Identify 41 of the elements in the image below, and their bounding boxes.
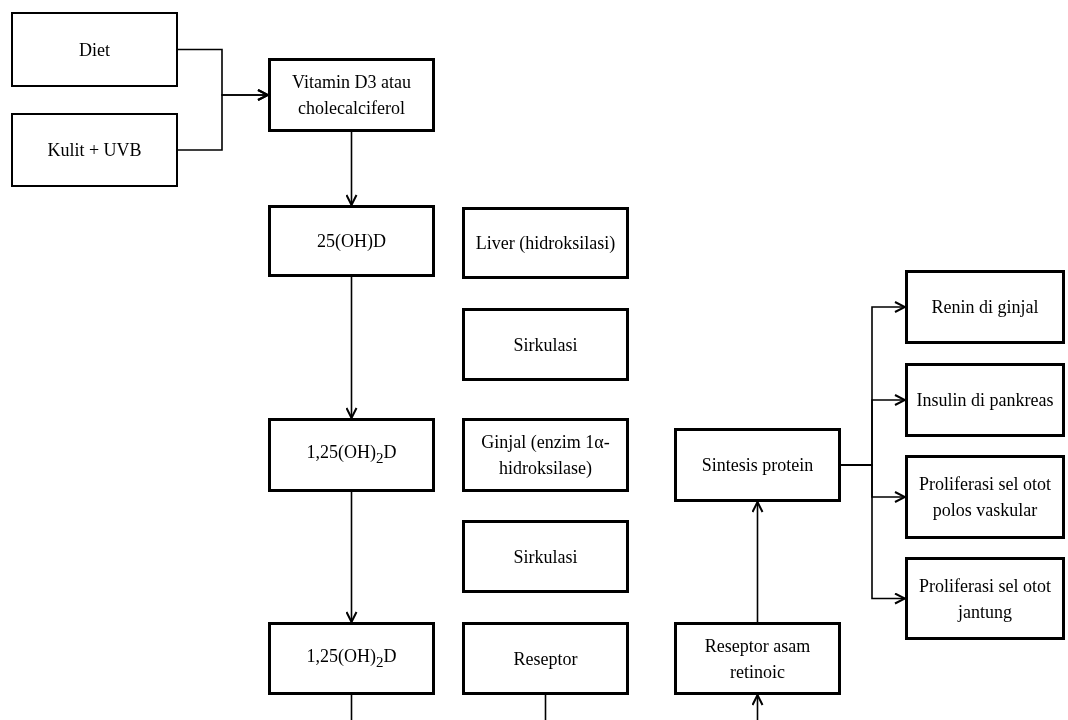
process-box <box>268 418 435 492</box>
box-label: 25(OH)D <box>317 230 386 253</box>
arrow <box>751 501 764 623</box>
box-label: 1,25(OH)$_{2}$D <box>306 644 397 672</box>
process-box <box>674 428 841 502</box>
process-box <box>268 622 435 695</box>
box-label: 1,25(OH)$_{2}$D <box>306 441 397 468</box>
arrow <box>345 491 358 623</box>
box-label: Proliferasi sel otot polos vaskular <box>918 473 1052 522</box>
box-label: Kulit + UVB <box>47 139 142 162</box>
process-box <box>11 12 178 87</box>
box-label: Vitamin D3 atau cholecalciferol <box>291 71 412 120</box>
box-label: Sintesis protein <box>701 454 814 477</box>
process-box <box>462 520 629 593</box>
process-box <box>462 622 629 695</box>
box-label: Liver (hidroksilasi) <box>475 232 616 255</box>
box-label: Reseptor <box>513 647 578 671</box>
arrow <box>177 89 269 151</box>
arrow <box>751 694 764 720</box>
process-box <box>462 418 629 492</box>
process-box <box>674 622 841 695</box>
process-box <box>905 363 1065 437</box>
process-box <box>268 58 435 132</box>
box-label: Insulin di pankreas <box>916 389 1054 412</box>
process-box <box>905 270 1065 344</box>
box-label: Proliferasi sel otot jantung <box>918 574 1052 624</box>
box-label: Renin di ginjal <box>931 296 1039 319</box>
process-box <box>268 205 435 277</box>
arrow <box>840 464 906 605</box>
box-label: Sirkulasi <box>513 545 578 569</box>
arrow <box>345 131 358 206</box>
process-box <box>905 455 1065 539</box>
box-label: Diet <box>79 38 110 62</box>
box-label: Ginjal (enzim 1α-hidroksilase) <box>480 431 611 480</box>
process-box <box>462 308 629 381</box>
process-box <box>11 113 178 187</box>
arrow <box>345 276 358 419</box>
process-box <box>905 557 1065 640</box>
box-label: Reseptor asam retinoic <box>703 634 812 684</box>
box-label: Sirkulasi <box>513 333 578 357</box>
process-box <box>462 207 629 279</box>
